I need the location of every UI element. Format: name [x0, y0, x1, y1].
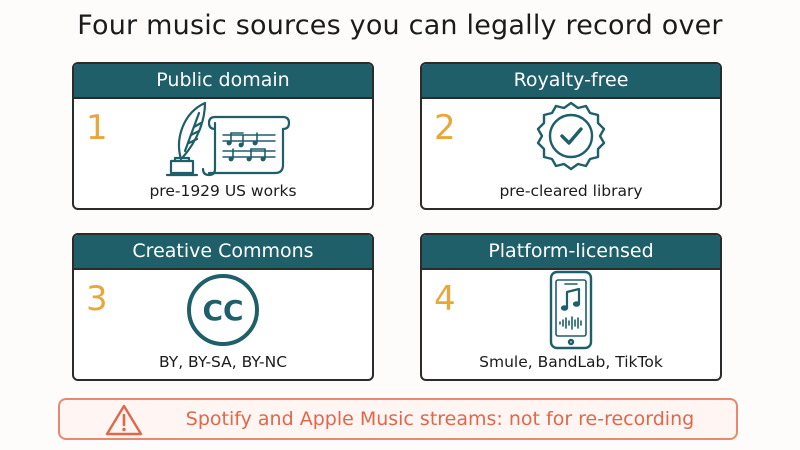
phone-music-icon [549, 270, 593, 350]
svg-text:CC: CC [202, 294, 243, 327]
card-number: 1 [86, 108, 108, 148]
card-creative-commons: Creative Commons 3 CC BY, BY-SA, BY-NC [72, 233, 374, 381]
card-caption: Smule, BandLab, TikTok [479, 353, 663, 371]
card-caption: pre-cleared library [499, 182, 643, 200]
card-heading: Platform-licensed [422, 235, 720, 270]
card-caption: pre-1929 US works [149, 182, 297, 200]
card-platform-licensed: Platform-licensed 4 Smule, BandLab, TikT… [420, 233, 722, 381]
card-royalty-free: Royalty-free 2 pre-cleared library [420, 62, 722, 210]
quill-and-sheet-music-icon [165, 101, 291, 177]
card-caption: BY, BY-SA, BY-NC [158, 353, 288, 371]
diagram-title: Four music sources you can legally recor… [77, 10, 723, 41]
warning-triangle-icon [105, 404, 143, 436]
card-number: 3 [86, 279, 108, 319]
card-number: 2 [434, 108, 456, 148]
warning-text: Spotify and Apple Music streams: not for… [185, 408, 695, 430]
checkmark-seal-icon [536, 101, 606, 171]
card-public-domain: Public domain 1 [72, 62, 374, 210]
warning-banner: Spotify and Apple Music streams: not for… [58, 398, 738, 440]
card-heading: Creative Commons [74, 235, 372, 270]
card-number: 4 [434, 279, 456, 319]
card-heading: Royalty-free [422, 64, 720, 99]
cc-icon: CC [187, 274, 259, 346]
card-heading: Public domain [74, 64, 372, 99]
